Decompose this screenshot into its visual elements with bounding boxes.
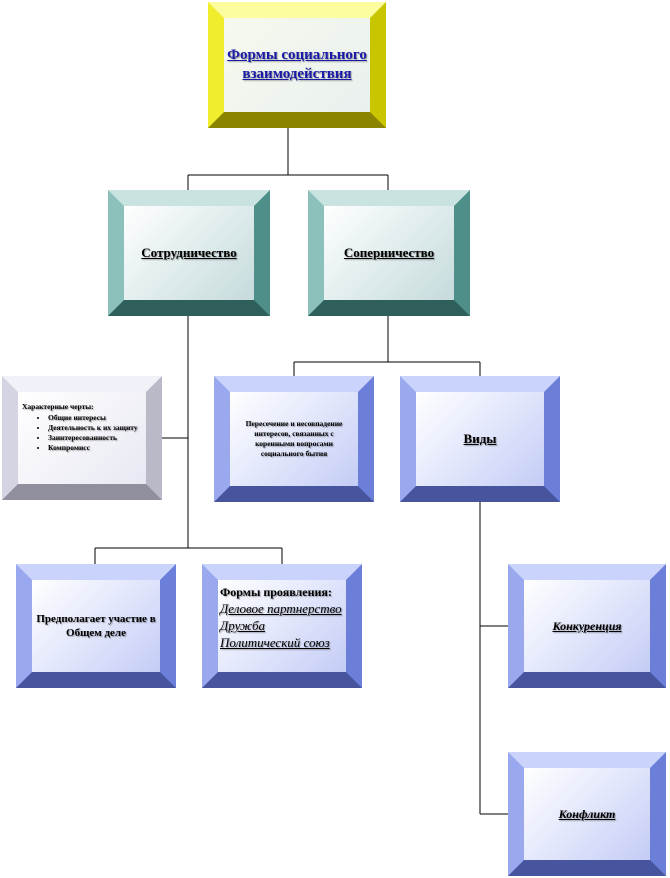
types-text: Виды xyxy=(463,431,497,446)
traits-header: Характерные черты: xyxy=(22,402,94,411)
cooperation-text: Сотрудничество xyxy=(141,245,237,260)
competition-box: Конкуренция xyxy=(508,564,666,688)
participation-box: Предполагает участие в Общем деле xyxy=(16,564,176,688)
competition-text: Конкуренция xyxy=(552,618,622,633)
traits-item: Компромисс xyxy=(48,443,138,453)
traits-item: Общие интересы xyxy=(48,413,138,423)
manifestation-item: Деловое партнерство xyxy=(220,601,342,616)
manifestation-item: Дружба xyxy=(220,618,266,633)
traits-item: Заинтересованность xyxy=(48,433,138,443)
rivalry-box: Соперничество xyxy=(308,190,470,316)
title-box: Формы социального взаимодействия xyxy=(208,2,386,128)
conflict-text: Конфликт xyxy=(558,806,616,821)
cooperation-box: Сотрудничество xyxy=(108,190,270,316)
traits-item: Деятельность к их защиту xyxy=(48,423,138,433)
manifestation-box: Формы проявления: Деловое партнерство Др… xyxy=(202,564,362,688)
connector-title-to-level2 xyxy=(187,128,389,190)
manifestation-item: Политический союз xyxy=(220,635,330,650)
connector-cooperation-to-bottom xyxy=(94,547,283,564)
types-box: Виды xyxy=(400,376,560,502)
manifestation-header: Формы проявления: xyxy=(220,585,332,599)
conflict-box: Конфликт xyxy=(508,752,666,876)
participation-text: Предполагает участие в Общем деле xyxy=(36,613,156,639)
traits-list: Общие интересы Деятельность к их защиту … xyxy=(22,413,138,453)
traits-box: Характерные черты: Общие интересы Деятел… xyxy=(2,376,162,500)
intersection-text: Пересечение и несовпадение интересов, св… xyxy=(245,419,343,458)
connector-rivalry-to-level3 xyxy=(293,316,481,376)
rivalry-text: Соперничество xyxy=(343,245,435,260)
intersection-box: Пересечение и несовпадение интересов, св… xyxy=(214,376,374,502)
title-text: Формы социального взаимодействия xyxy=(227,47,367,82)
connector-types-trunk xyxy=(479,502,508,815)
